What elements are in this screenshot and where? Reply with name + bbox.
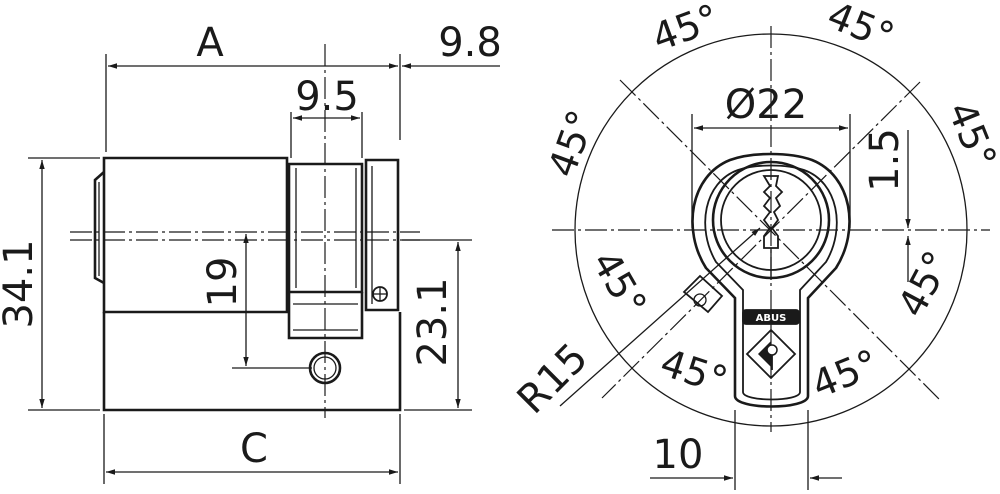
- dim-label-23-1: 23.1: [410, 277, 456, 366]
- profile-outline-outer: [691, 152, 851, 408]
- lower-housing: [102, 312, 402, 412]
- front-view: ABUS Ø22 1.5 R15 10 45° 45° 45° 45° 45° …: [509, 0, 1000, 490]
- security-key-icon: [766, 344, 778, 356]
- dim-label-34-1: 34.1: [0, 239, 42, 328]
- front-face-cap: [93, 171, 105, 285]
- dim-label-radius: R15: [509, 335, 597, 423]
- angle-label-upper-left: 45°: [540, 104, 604, 182]
- angle-label-top-left: 45°: [646, 0, 724, 60]
- side-lug-pin: [693, 293, 707, 307]
- logo-plate: [742, 309, 800, 325]
- dim-label-9-8: 9.8: [438, 20, 502, 66]
- angle-label-upper-right: 45°: [939, 96, 1000, 175]
- fixing-screw-hole-inner: [313, 356, 337, 380]
- cylinder-body: [102, 156, 289, 314]
- rear-flange: [364, 158, 400, 312]
- dim-label-9-5: 9.5: [295, 74, 359, 120]
- side-view: A 9.8 9.5 34.1 19 23.1 C: [0, 20, 502, 484]
- dim-label-19: 19: [200, 257, 246, 308]
- dim-label-C: C: [240, 426, 268, 472]
- side-lug: [682, 274, 724, 314]
- front-diagonal-2: [601, 81, 921, 399]
- front-diagonal-1: [619, 79, 941, 401]
- cam-tooth: [287, 292, 364, 340]
- angle-label-bottom-left: 45°: [655, 340, 733, 403]
- dim-label-10: 10: [653, 432, 704, 478]
- leader-r15: [559, 227, 761, 407]
- logo-text: ABUS: [756, 313, 787, 324]
- security-diamond-mark: [745, 328, 797, 380]
- angle-label-lower-left: 45°: [583, 243, 655, 323]
- dim-label-1-5: 1.5: [862, 128, 908, 192]
- dim-label-A: A: [196, 20, 224, 66]
- angle-label-top-right: 45°: [821, 0, 900, 59]
- dim-label-diameter: Ø22: [725, 82, 807, 128]
- keyway: [762, 175, 784, 249]
- profile-outline-inner: [704, 164, 838, 401]
